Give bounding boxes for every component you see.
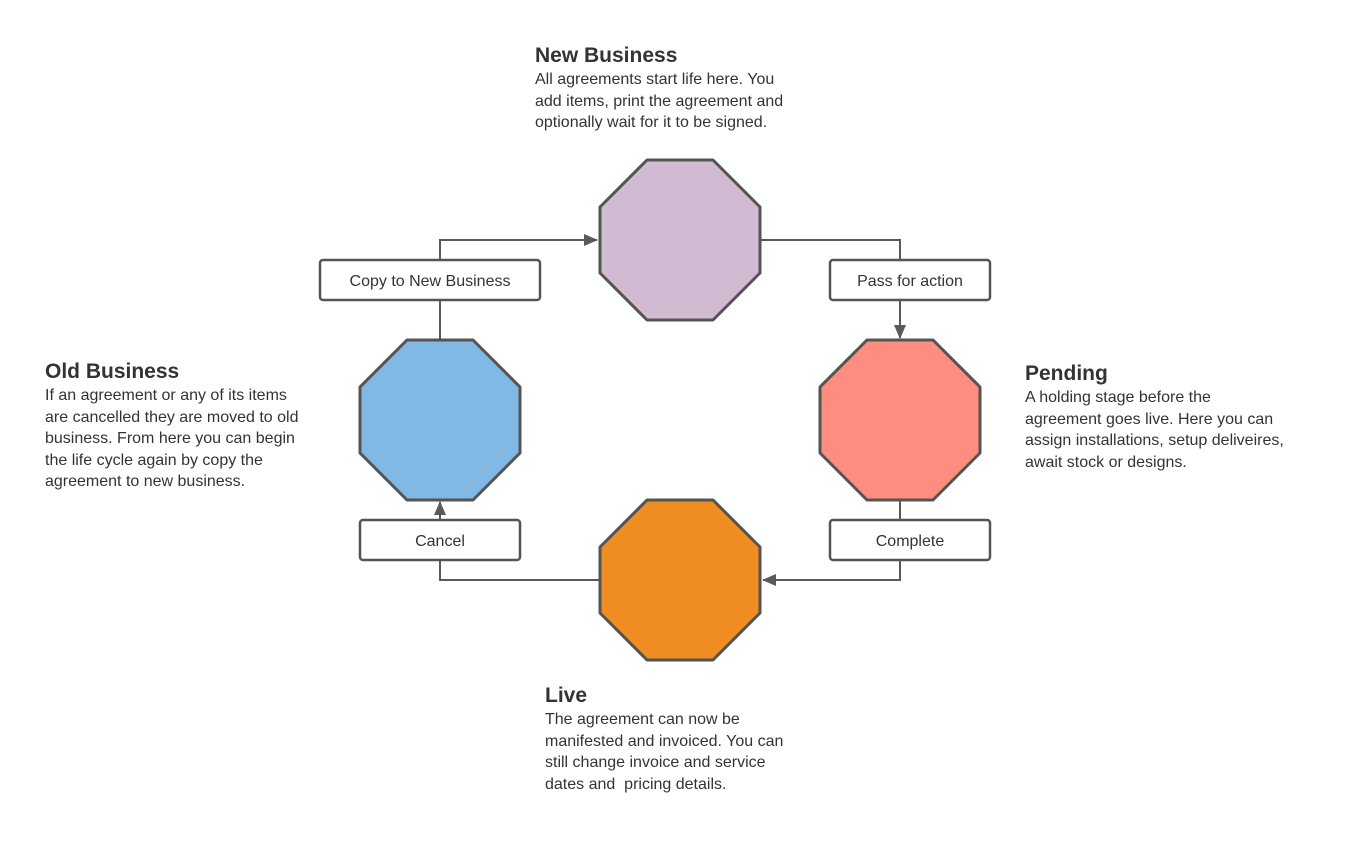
transition-label: Complete (876, 533, 945, 550)
description-line: manifested and invoiced. You can (545, 732, 784, 750)
transition-copy-to-new-business[interactable]: Copy to New Business (318, 258, 542, 302)
description-line: are cancelled they are moved to old (45, 408, 299, 426)
transition-cancel[interactable]: Cancel (358, 518, 522, 562)
stage-description: All agreements start life here. You add … (535, 69, 783, 134)
pending-octagon[interactable] (818, 338, 982, 502)
description-line: await stock or designs. (1025, 453, 1187, 471)
stage-description: If an agreement or any of its items are … (45, 385, 298, 493)
transition-label: Cancel (415, 533, 465, 550)
new-business-octagon[interactable] (598, 158, 762, 322)
transition-label: Pass for action (857, 273, 963, 290)
description-line: the life cycle again by copy the (45, 451, 263, 469)
transition-complete[interactable]: Complete (828, 518, 992, 562)
old-business-block: Old Business If an agreement or any of i… (45, 359, 298, 493)
connector-new-to-pending (760, 239, 906, 339)
description-line: A holding stage before the (1025, 389, 1211, 406)
connector-old-to-new (439, 234, 598, 340)
old-business-octagon[interactable] (358, 338, 522, 502)
stage-title: New Business (535, 44, 678, 67)
description-line: add items, print the agreement and (535, 92, 784, 110)
description-line: The agreement can now be (545, 711, 740, 728)
stage-title: Live (545, 684, 588, 707)
description-line: business. From here you can begin (45, 430, 295, 447)
description-line: agreement to new business. (45, 473, 246, 490)
description-line: agreement goes live. Here you can (1025, 410, 1274, 428)
description-line: optionally wait for it to be signed. (535, 114, 768, 131)
description-line: All agreements start life here. You (535, 71, 775, 88)
stage-title: Pending (1025, 362, 1108, 385)
transition-label: Copy to New Business (350, 273, 511, 290)
description-line: If an agreement or any of its items (45, 387, 287, 404)
pending-block: Pending A holding stage before the agree… (1025, 361, 1284, 473)
stage-description: A holding stage before the agreement goe… (1025, 387, 1284, 473)
description-line: still change invoice and service (545, 754, 766, 771)
live-block: Live The agreement can now be manifested… (545, 683, 783, 795)
stage-title: Old Business (45, 360, 180, 383)
description-line: dates and pricing details. (545, 775, 727, 793)
description-line: assign installations, setup deliveires, (1025, 432, 1284, 449)
transition-pass-for-action[interactable]: Pass for action (828, 258, 992, 302)
new-business-block: New Business All agreements start life h… (535, 43, 783, 134)
live-octagon[interactable] (598, 498, 762, 662)
stage-description: The agreement can now be manifested and … (545, 709, 783, 795)
